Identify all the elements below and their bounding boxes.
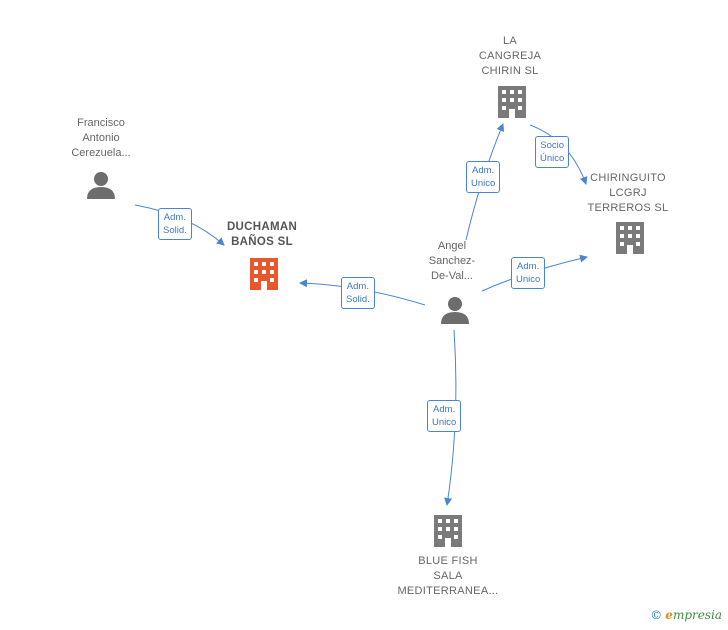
- copyright-icon: ©: [650, 608, 663, 622]
- person-icon-francisco[interactable]: [87, 172, 115, 199]
- edge-label-angel-bluefish: Adm. Unico: [427, 400, 462, 432]
- node-label-duchaman[interactable]: DUCHAMAN BAÑOS SL: [226, 221, 298, 248]
- node-label-la-cangreja[interactable]: LA CANGREJA CHIRIN SL: [478, 35, 542, 77]
- empresia-logo: ©empresia: [650, 608, 722, 622]
- node-label-francisco[interactable]: Francisco Antonio Cerezuela...: [71, 117, 131, 159]
- building-icon-la-cangreja[interactable]: [498, 86, 526, 118]
- edge-label-cangreja-chiringuito: Socio Único: [535, 136, 570, 168]
- building-icon-blue-fish[interactable]: [434, 515, 462, 547]
- node-label-chiringuito[interactable]: CHIRINGUITO LCGRJ TERREROS SL: [587, 172, 669, 214]
- building-icon-duchaman[interactable]: [250, 258, 278, 290]
- node-label-angel[interactable]: Angel Sanchez- De-Val...: [428, 240, 476, 282]
- edge-label-angel-chiringuito: Adm. Unico: [511, 257, 546, 289]
- edge-label-francisco-duchaman: Adm. Solid.: [158, 208, 192, 240]
- node-label-blue-fish[interactable]: BLUE FISH SALA MEDITERRANEA...: [397, 555, 499, 597]
- edge-label-angel-duchaman: Adm. Solid.: [341, 277, 375, 309]
- building-icon-chiringuito[interactable]: [616, 222, 644, 254]
- edge-label-angel-cangreja: Adm. Unico: [466, 161, 501, 193]
- person-icon-angel[interactable]: [441, 297, 469, 324]
